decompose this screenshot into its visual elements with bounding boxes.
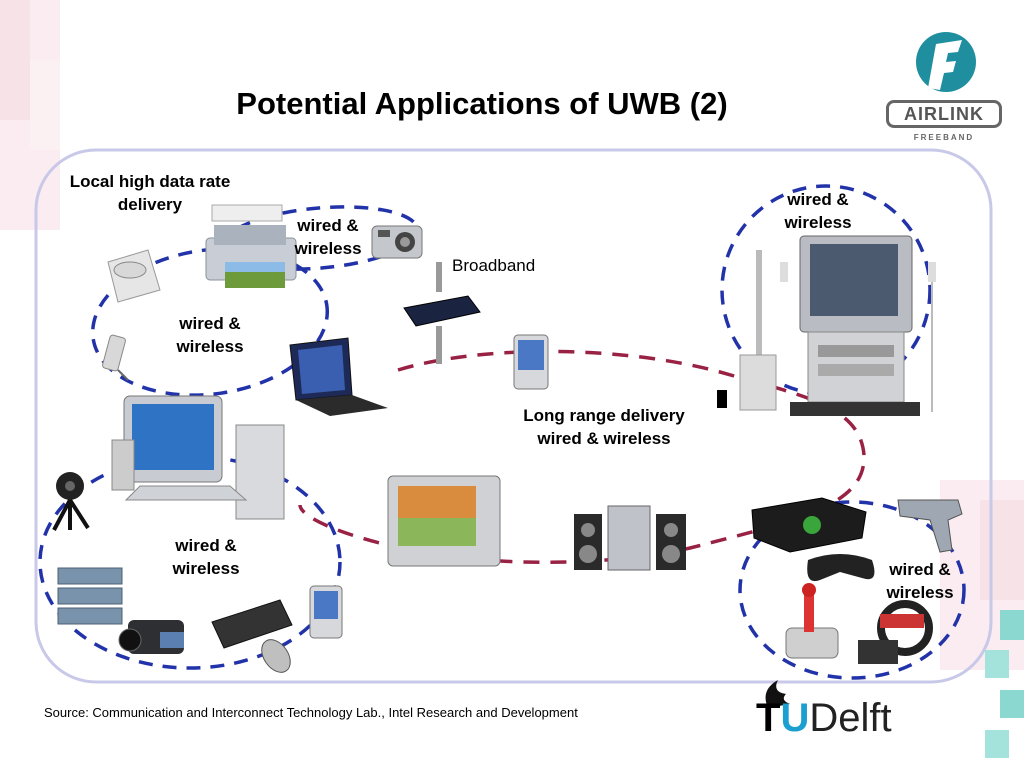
tv-ring <box>720 184 932 396</box>
television-icon <box>387 475 501 567</box>
gamepad-icon <box>807 554 875 582</box>
game-group-label: wired & wireless <box>886 560 954 602</box>
racing-wheel-icon <box>858 600 933 664</box>
diagram-frame <box>34 148 993 684</box>
printer-group-label: wired & wireless <box>294 216 362 258</box>
webcam-icon <box>52 472 90 531</box>
local-delivery-label: Local high data rate delivery <box>69 172 231 214</box>
source-citation: Source: Communication and Interconnect T… <box>44 705 578 720</box>
printer-icon <box>205 204 297 288</box>
camcorder-icon <box>118 620 184 654</box>
right-teal-decor <box>985 610 1024 758</box>
long-range-ring <box>298 349 866 564</box>
network-storage-icon <box>57 567 123 625</box>
tudelft-u: U <box>780 696 810 740</box>
laptop-icon <box>289 337 388 416</box>
stereo-system-icon <box>574 505 686 571</box>
left-devices-ring <box>90 247 330 397</box>
tudelft-logo: TUDelft <box>756 696 892 741</box>
connector-block <box>717 390 727 408</box>
left-pink-decor <box>0 0 60 230</box>
mouse-icon <box>261 639 291 673</box>
slide-title: Potential Applications of UWB (2) <box>236 86 728 121</box>
joystick-icon <box>785 583 839 659</box>
long-range-label: Long range delivery wired & wireless <box>523 406 685 448</box>
pda-icon <box>513 334 549 390</box>
pda-bottom-icon <box>309 585 343 639</box>
airlink-logo: AIRLINK <box>886 100 1002 128</box>
broadband-label: Broadband <box>452 256 536 275</box>
airlink-logo-icon <box>916 32 976 92</box>
left-group-label: wired & wireless <box>176 314 244 356</box>
tudelft-t: T <box>756 696 781 740</box>
digital-camera-icon <box>371 225 423 259</box>
keyboard-icon <box>211 599 293 649</box>
game-console-icon <box>751 497 867 553</box>
broadband-modem-icon <box>403 262 481 364</box>
freeband-logo-text: FREEBAND <box>913 133 975 142</box>
tv-group-label: wired & wireless <box>784 190 852 232</box>
mp3-player-icon <box>102 334 129 381</box>
disc-drive-icon <box>107 249 161 303</box>
pc-group-label: wired & wireless <box>172 536 240 578</box>
tudelft-delft: Delft <box>809 696 892 740</box>
games-ring <box>738 500 966 680</box>
light-gun-icon <box>897 499 963 553</box>
home-theater-tv-icon <box>739 235 936 416</box>
tudelft-flame-icon <box>765 680 790 708</box>
desktop-pc-icon <box>111 395 285 520</box>
